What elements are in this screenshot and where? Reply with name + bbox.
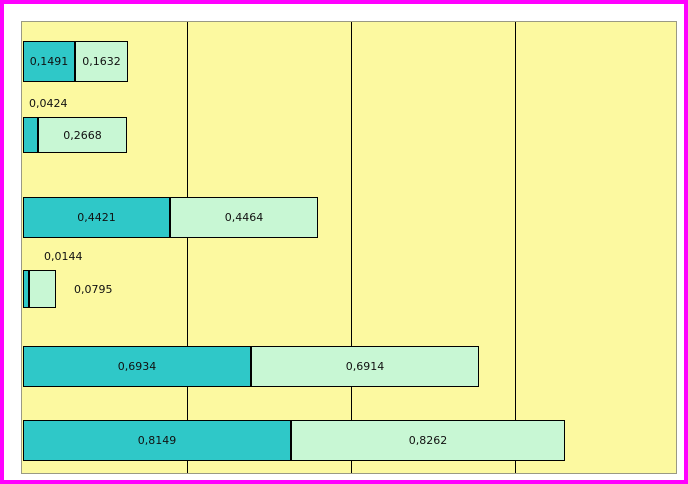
bar-g6s2[interactable]: 0,8262: [291, 420, 565, 461]
bar-value-label: 0,4464: [224, 211, 264, 224]
bar-g2s1[interactable]: [23, 117, 38, 153]
bar-value-label: 0,1491: [29, 55, 69, 68]
bar-value-label: 0,4421: [77, 211, 116, 224]
gridline-1.0: [351, 22, 352, 473]
bar-value-label: 0,6914: [345, 360, 385, 373]
bar-value-label: 0,8262: [408, 434, 448, 447]
bar-g1s2[interactable]: 0,1632: [75, 41, 128, 82]
g4s1-label: 0,0144: [44, 250, 83, 263]
gridline-0.5: [187, 22, 188, 473]
bar-g6s1[interactable]: 0,8149: [23, 420, 291, 461]
bar-g5s1[interactable]: 0,6934: [23, 346, 251, 387]
g2s1-label: 0,0424: [29, 97, 68, 110]
bar-value-label: 0,2668: [63, 128, 102, 142]
bar-g3s2[interactable]: 0,4464: [170, 197, 318, 238]
bar-value-label: 0,6934: [117, 360, 157, 373]
gridline-1.5: [515, 22, 516, 473]
bar-g2s2[interactable]: 0,2668: [38, 117, 127, 153]
bar-value-label: 0,8149: [137, 434, 177, 447]
bar-g4s2[interactable]: [29, 270, 56, 308]
bar-g3s1[interactable]: 0,4421: [23, 197, 170, 238]
bar-g4s1[interactable]: [23, 270, 29, 308]
bar-g1s1[interactable]: 0,1491: [23, 41, 75, 82]
g4s2-label: 0,0795: [74, 283, 113, 296]
bar-value-label: 0,1632: [82, 55, 121, 68]
plot-area: 0,1491 0,1632 0,2668 0,4421 0,4464 0,6934 0,69…: [21, 21, 677, 474]
bar-g5s2[interactable]: 0,6914: [251, 346, 479, 387]
